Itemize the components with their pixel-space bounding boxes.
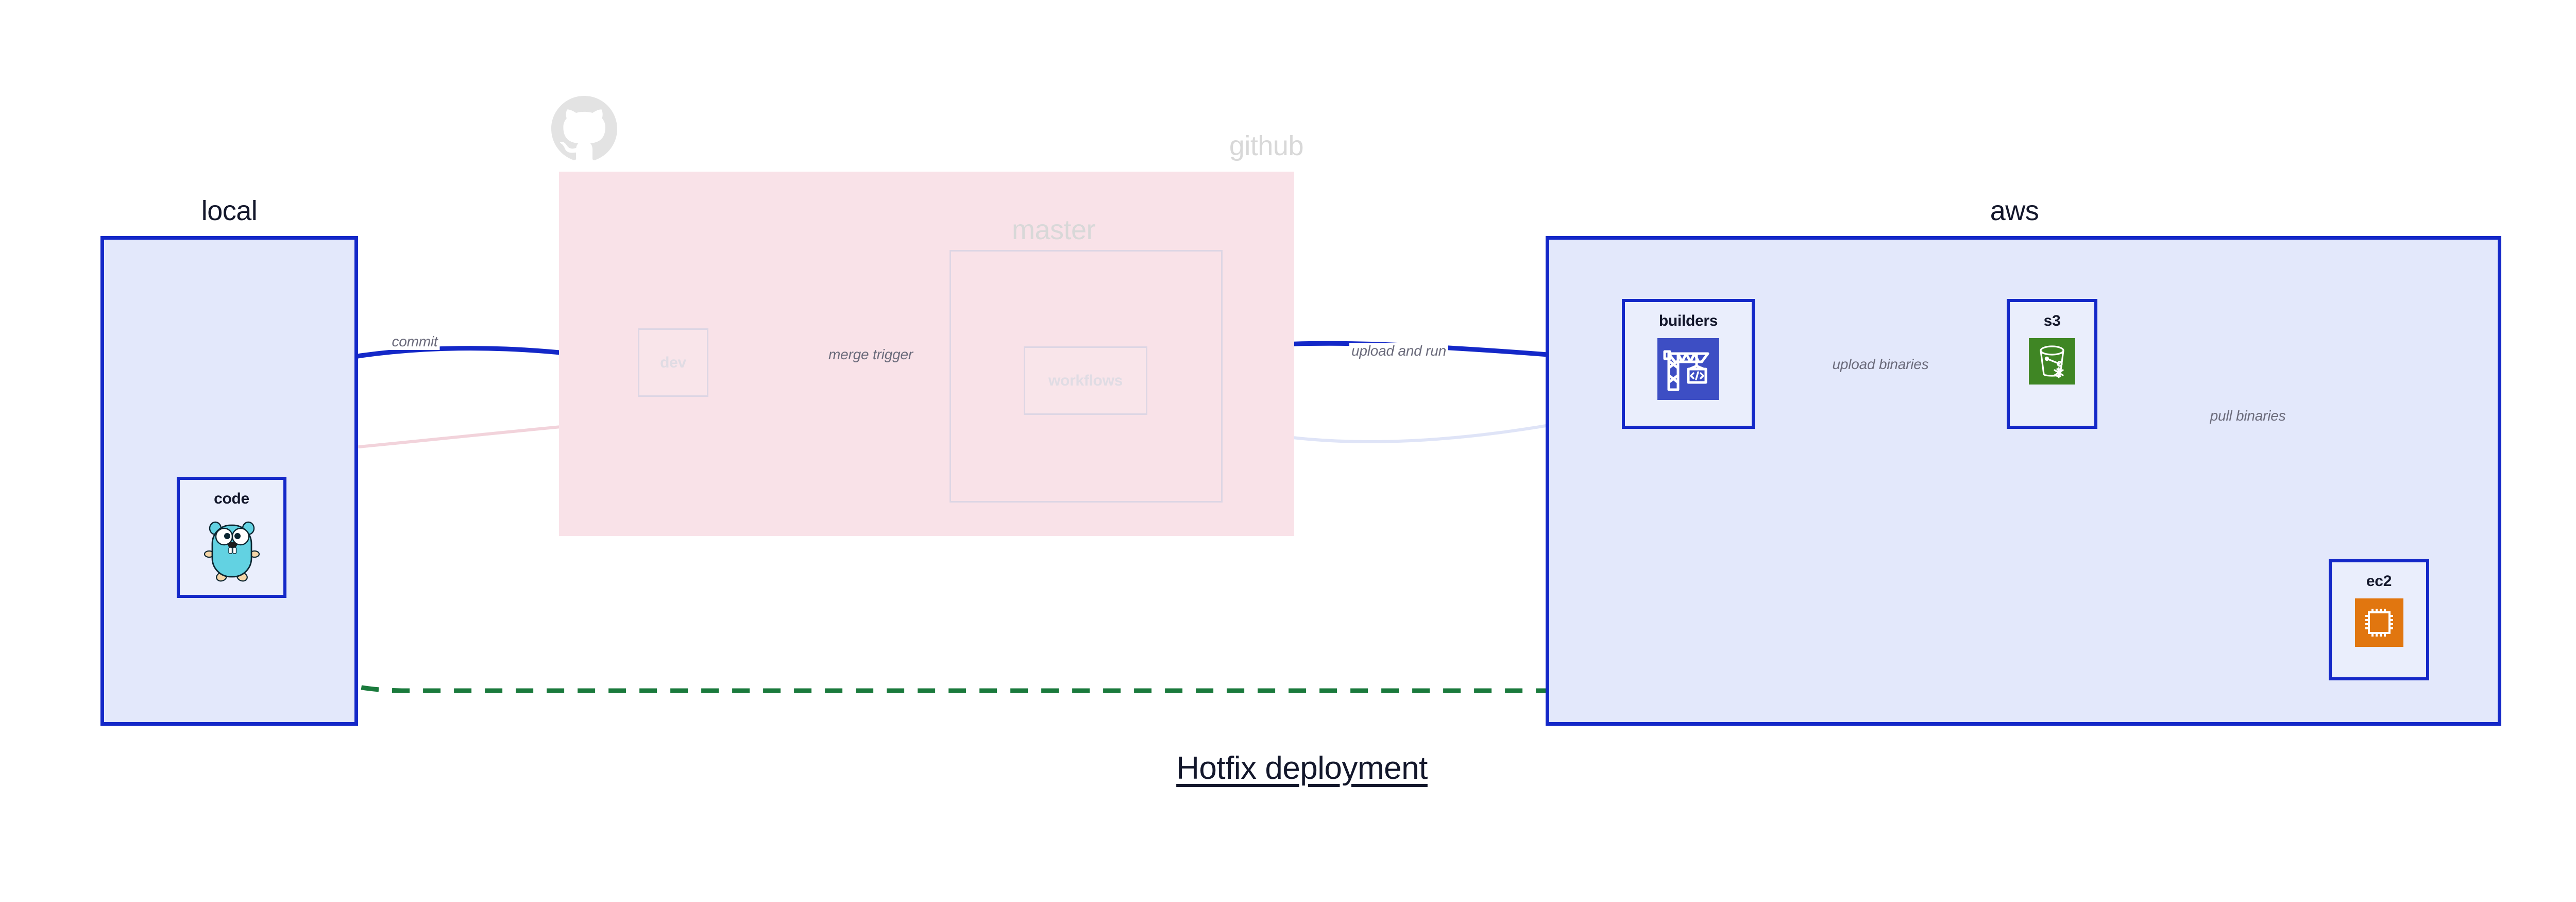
node-label-ec2: ec2 [2366,573,2392,590]
node-label-dev: dev [660,354,686,371]
github-octocat-icon [551,96,617,160]
subgroup-master [950,250,1223,503]
group-github [559,172,1294,536]
cpu-chip-icon [2354,598,2403,647]
edge-label-merge-trigger: merge trigger [826,346,915,363]
group-title-aws: aws [1990,195,2039,226]
edge-label-pull-binaries: pull binaries [2208,408,2288,424]
node-code[interactable]: code [177,477,286,598]
node-label-builders: builders [1658,312,1718,329]
group-title-local: local [201,195,258,226]
subgroup-title-master: master [1011,214,1096,245]
crane-code-icon [1657,338,1719,400]
edge-label-commit: commit [389,333,440,350]
node-workflows[interactable]: workflows [1024,346,1147,415]
node-s3[interactable]: s3 [2007,299,2097,429]
node-builders[interactable]: builders [1622,299,1755,429]
node-label-s3: s3 [2043,312,2061,329]
go-gopher-icon [204,521,260,582]
node-ec2[interactable]: ec2 [2329,559,2429,680]
bucket-icon [2029,338,2075,385]
node-dev[interactable]: dev [638,328,708,397]
page-title: Hotfix deployment [1176,750,1428,786]
group-title-github: github [1229,130,1304,161]
edge-label-upload-and-run: upload and run [1349,343,1449,359]
edge-label-upload-binaries: upload binaries [1830,356,1931,373]
node-label-workflows: workflows [1048,372,1123,389]
node-label-code: code [214,490,249,507]
